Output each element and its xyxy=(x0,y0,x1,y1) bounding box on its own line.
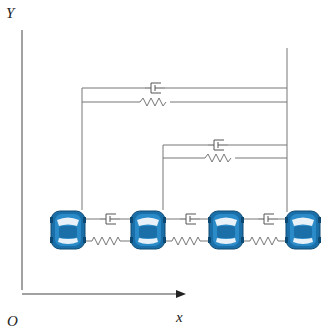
axis-label: O xyxy=(7,314,18,329)
axis-label: Y xyxy=(6,6,14,21)
axis-label: x xyxy=(176,310,183,325)
